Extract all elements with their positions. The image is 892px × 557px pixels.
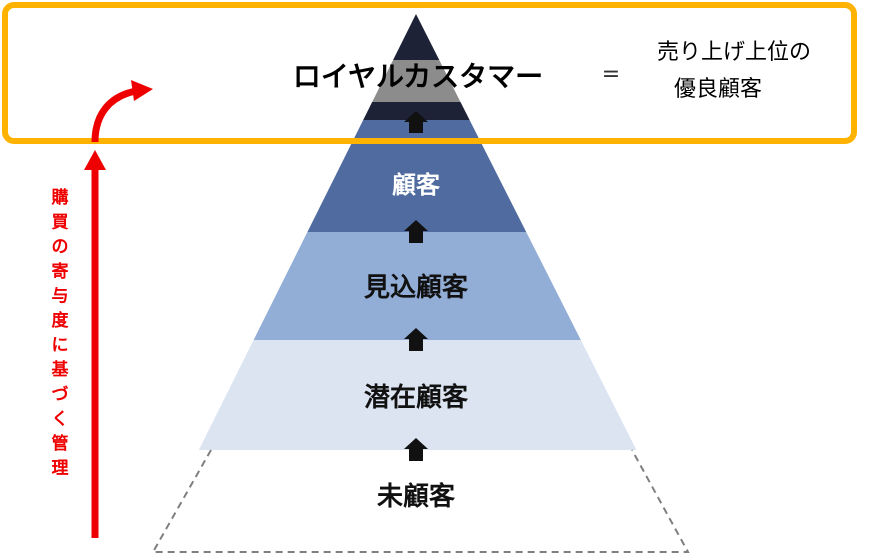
equals-sign: = xyxy=(602,62,620,87)
level-up-arrow-2-icon xyxy=(404,220,428,243)
tier-customer-band xyxy=(148,142,688,232)
side-axis-curve xyxy=(91,87,137,143)
side-axis-label: 購買の寄与度に基づく管理 xyxy=(51,187,70,479)
side-axis-arrow xyxy=(84,80,153,538)
tier-label-prospect: 見込顧客 xyxy=(364,272,469,303)
loyal-definition-line2: 優良顧客 xyxy=(674,77,762,102)
level-up-arrow-4-icon xyxy=(404,438,428,461)
loyal-customer-highlight-box xyxy=(2,2,857,144)
noncustomer-dashed-outline xyxy=(151,449,690,553)
tier-noncustomer-band xyxy=(148,450,688,552)
level-up-arrow-3-icon xyxy=(404,328,428,351)
level-up-arrows xyxy=(404,111,428,461)
side-axis-curve-arrowhead-icon xyxy=(131,80,153,101)
tier-label-customer: 顧客 xyxy=(392,171,441,199)
tier-label-noncustomer: 未顧客 xyxy=(377,481,456,512)
loyal-definition-line1: 売り上げ上位の xyxy=(657,40,811,65)
level-up-arrow-1-icon xyxy=(404,111,428,133)
side-axis-arrowhead-icon xyxy=(84,150,106,170)
tier-label-potential: 潜在顧客 xyxy=(364,382,469,413)
loyal-customer-label: ロイヤルカスタマー xyxy=(293,60,543,93)
apex-dark-line xyxy=(148,102,688,120)
